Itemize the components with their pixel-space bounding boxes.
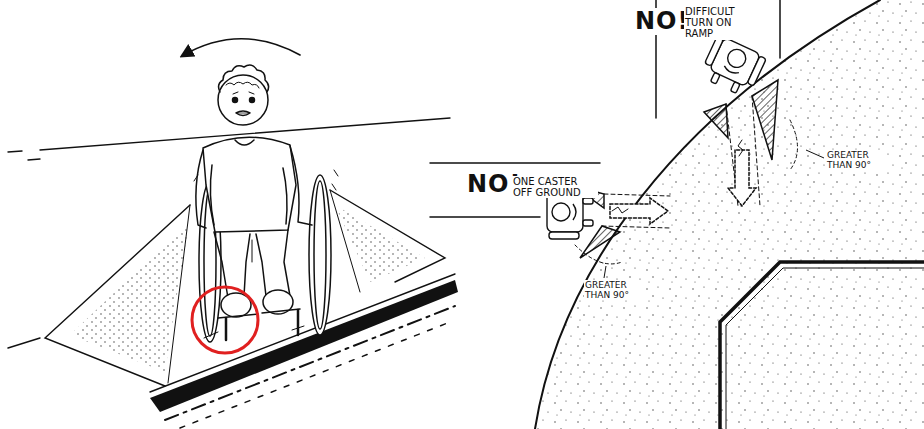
label-text: GREATER THAN 90° [826, 150, 884, 170]
angle-note: GREATER THAN 90° [584, 280, 642, 300]
leader-line [604, 266, 606, 278]
ramp-perspective [8, 39, 458, 428]
wheelchair-plan [699, 34, 767, 99]
label-text: GREATER THAN 90° [584, 280, 642, 300]
highlight-circle [192, 287, 258, 353]
label-text: NO! [634, 8, 690, 35]
warning-mark: NO! [466, 171, 514, 198]
wheelchair-user [194, 65, 338, 342]
warning-mark: NO! [634, 8, 682, 35]
label-text: DIFFICULT TURN ON RAMP [684, 6, 750, 40]
note-text: DIFFICULT TURN ON RAMP [684, 6, 750, 40]
angle-note: GREATER THAN 90° [826, 150, 884, 170]
note-text: ONE CASTER OFF GROUND [512, 176, 598, 198]
leader-line [806, 150, 824, 158]
label-text: ONE CASTER OFF GROUND [512, 176, 598, 198]
plan-view [430, 0, 924, 429]
tilt-arrow [182, 39, 300, 56]
